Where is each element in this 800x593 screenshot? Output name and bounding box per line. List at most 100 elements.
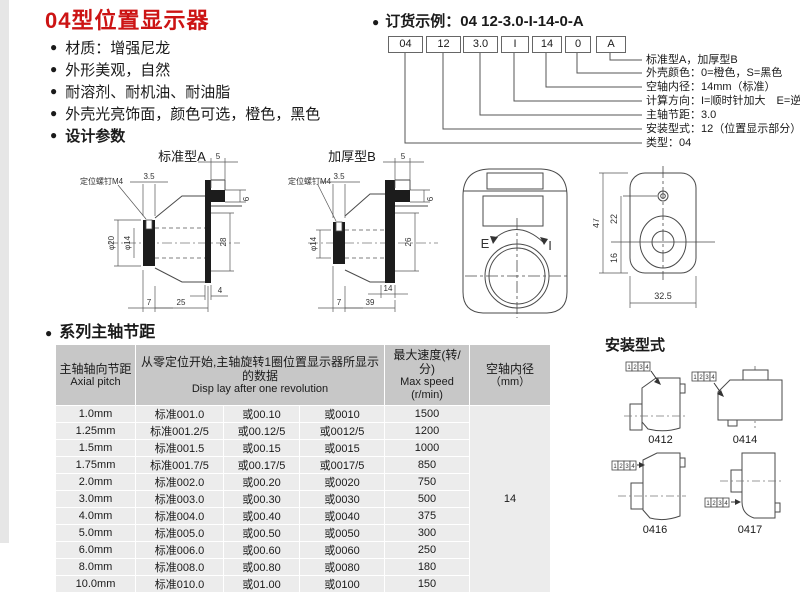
table-cell: 或0012/5 — [299, 422, 385, 440]
dim-b-14: 14 — [384, 284, 393, 293]
feature-text: 材质：增强尼龙 — [65, 39, 171, 57]
header-en: Disp lay after one revolution — [191, 382, 329, 395]
order-label-mount: 安装型式：12（位置显示部分） — [646, 123, 800, 135]
dim-a-5: 5 — [216, 152, 221, 161]
table-cell: 标准005.0 — [135, 524, 224, 542]
table-cell: 250 — [384, 541, 470, 559]
order-code-box-shape: A — [596, 36, 626, 53]
dim-a-6: 6 — [242, 196, 251, 201]
order-label-pitch: 主轴节距：3.0 — [646, 109, 717, 121]
page-title: 04型位置显示器 — [45, 8, 210, 33]
table-cell: 或0040 — [299, 507, 385, 525]
table-cell: 8.0mm — [55, 558, 136, 576]
bore-diameter-cell: 14 — [469, 405, 551, 593]
mount-caption-0417: 0417 — [737, 524, 763, 536]
table-cell: 1.75mm — [55, 456, 136, 474]
header-cn: 从零定位开始,主轴旋转1圈位置显示器所显示的数据 — [140, 354, 379, 383]
table-cell: 1200 — [384, 422, 470, 440]
counter-digit: 1 — [613, 464, 617, 470]
pitch-section-title: 系列主轴节距 — [59, 324, 156, 341]
table-cell: 或00.17/5 — [223, 456, 300, 474]
mount-caption-0412: 0412 — [648, 434, 673, 446]
drawing-title-standard-a: 标准型A — [158, 149, 206, 164]
table-cell: 或0015 — [299, 439, 385, 457]
mounting-section-heading: 安装型式 — [605, 337, 666, 354]
table-cell: 或0010 — [299, 405, 385, 423]
drawing-side-view: 47 22 16 32.5 — [593, 166, 715, 308]
dim-b-39: 39 — [366, 298, 375, 307]
order-code-box-mount: 12 — [426, 36, 461, 53]
page-left-margin — [0, 0, 9, 543]
counter-digit: 2 — [699, 375, 703, 381]
dim-a-28: 28 — [219, 237, 228, 246]
table-cell: 或01.00 — [223, 575, 300, 593]
order-label-bore: 空轴内径：14mm（标准） — [646, 81, 776, 93]
drawing-title-thick-b: 加厚型B — [328, 149, 376, 164]
table-cell: 标准002.0 — [135, 473, 224, 491]
bullet-icon: ● — [50, 128, 58, 142]
counter-digit: 2 — [712, 501, 716, 507]
table-cell: 标准008.0 — [135, 558, 224, 576]
table-cell: 或0060 — [299, 541, 385, 559]
dim-side-22: 22 — [609, 214, 619, 224]
mount-caption-0414: 0414 — [732, 434, 758, 446]
bullet-icon: ● — [50, 84, 58, 98]
dim-a-25: 25 — [177, 298, 186, 307]
order-label-type: 类型：04 — [646, 137, 692, 149]
feature-item: ●材质：增强尼龙 — [50, 36, 320, 58]
design-params-heading: ●设计参数 — [50, 124, 320, 146]
table-cell: 10.0mm — [55, 575, 136, 593]
feature-text: 耐溶剂、耐机油、耐油脂 — [65, 83, 231, 101]
table-cell: 或00.50 — [223, 524, 300, 542]
table-cell: 500 — [384, 490, 470, 508]
label-front-i: I — [548, 238, 552, 253]
dim-b-3-5: 3.5 — [333, 172, 345, 181]
dim-a-phi14: φ14 — [123, 235, 132, 250]
feature-item: ● 耐溶剂、耐机油、耐油脂 — [50, 80, 320, 102]
order-label-direction: 计算方向：I=顺时针加大 E=逆时针加 — [646, 95, 800, 107]
bullet-icon: ● — [50, 106, 58, 120]
order-example-heading: ●订货示例：04 12-3.0-I-14-0-A — [372, 10, 584, 31]
counter-digit: 1 — [706, 501, 710, 507]
dim-a-3-5: 3.5 — [143, 172, 155, 181]
dim-b-26: 26 — [404, 237, 413, 246]
counter-digit: 1 — [693, 375, 697, 381]
counter-digit: 4 — [645, 365, 649, 371]
table-cell: 或0030 — [299, 490, 385, 508]
drawing-standard-a: 3.5 5 6 φ20 φ14 28 4 7 25 定位螺钉M4 — [80, 152, 251, 312]
table-cell: 或00.20 — [223, 473, 300, 491]
mount-caption-0416: 0416 — [642, 524, 668, 536]
header-cn: 空轴内径 — [485, 361, 534, 376]
feature-text: 外壳光亮饰面，颜色可选，橙色，黑色 — [65, 105, 321, 123]
dim-a-phi20: φ20 — [107, 235, 116, 250]
feature-text: 外形美观，自然 — [65, 61, 171, 79]
table-cell: 750 — [384, 473, 470, 491]
table-cell: 或00.80 — [223, 558, 300, 576]
header-max-speed: 最大速度(转/分) Max speed (r/min) — [384, 344, 470, 406]
table-cell: 2.0mm — [55, 473, 136, 491]
table-cell: 或0080 — [299, 558, 385, 576]
feature-list: ●材质：增强尼龙 ●外形美观，自然 ●耐溶剂、耐机油、耐油脂 ●外壳光亮饰面，颜… — [50, 36, 320, 146]
table-cell: 或00.40 — [223, 507, 300, 525]
mounting-drawing-0417: 1 2 3 4 — [704, 452, 782, 519]
counter-digit: 3 — [705, 375, 709, 381]
drawing-front-view: E I — [462, 168, 569, 318]
table-cell: 1.25mm — [55, 422, 136, 440]
order-code-box-pitch: 3.0 — [463, 36, 498, 53]
table-cell: 375 — [384, 507, 470, 525]
order-code-box-color: 0 — [565, 36, 591, 53]
table-cell: 或00.12/5 — [223, 422, 300, 440]
bullet-icon: ● — [45, 326, 53, 340]
table-cell: 1.5mm — [55, 439, 136, 457]
header-axial-pitch: 主轴轴向节距 Axial pitch — [55, 344, 136, 406]
table-cell: 标准001.2/5 — [135, 422, 224, 440]
table-header-row: 主轴轴向节距 Axial pitch 从零定位开始,主轴旋转1圈位置显示器所显示… — [55, 344, 551, 406]
feature-item: ●外形美观，自然 — [50, 58, 320, 80]
table-cell: 标准004.0 — [135, 507, 224, 525]
